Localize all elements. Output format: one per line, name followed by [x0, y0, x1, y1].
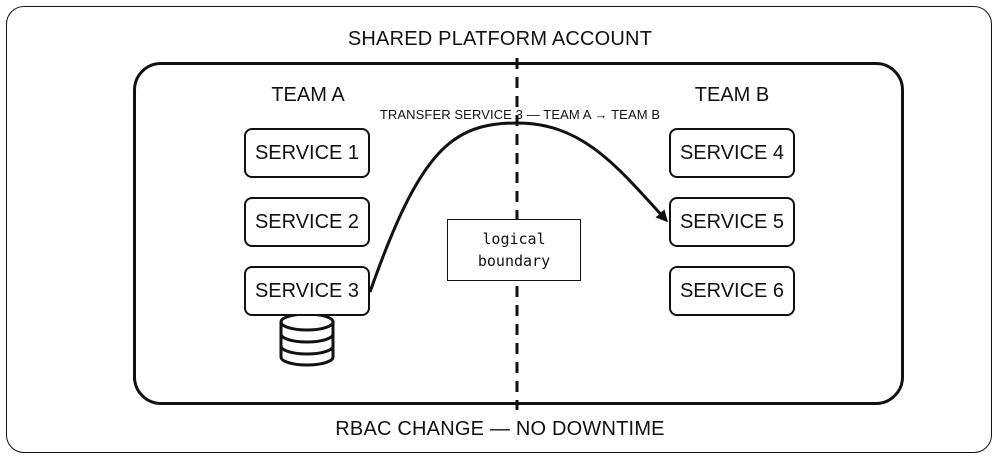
logical-boundary-label: logical boundary [447, 219, 581, 281]
transfer-arrow [368, 121, 669, 293]
boundary-label-line-2: boundary [477, 252, 551, 270]
service-6-box: SERVICE 6 [669, 266, 795, 316]
account-title: SHARED PLATFORM ACCOUNT [347, 28, 653, 50]
service-3-box: SERVICE 3 [244, 266, 370, 316]
boundary-label-line-1: logical [482, 230, 546, 248]
team-b-label: TEAM B [694, 84, 770, 106]
service-5-box: SERVICE 5 [669, 197, 795, 247]
transfer-label: TRANSFER SERVICE 3 — TEAM A → TEAM B [379, 107, 661, 122]
team-a-label: TEAM A [271, 84, 345, 106]
service-1-box: SERVICE 1 [244, 128, 370, 178]
footer-note: RBAC CHANGE — NO DOWNTIME [335, 418, 665, 440]
database-icon [279, 312, 335, 367]
service-4-box: SERVICE 4 [669, 128, 795, 178]
service-2-box: SERVICE 2 [244, 197, 370, 247]
